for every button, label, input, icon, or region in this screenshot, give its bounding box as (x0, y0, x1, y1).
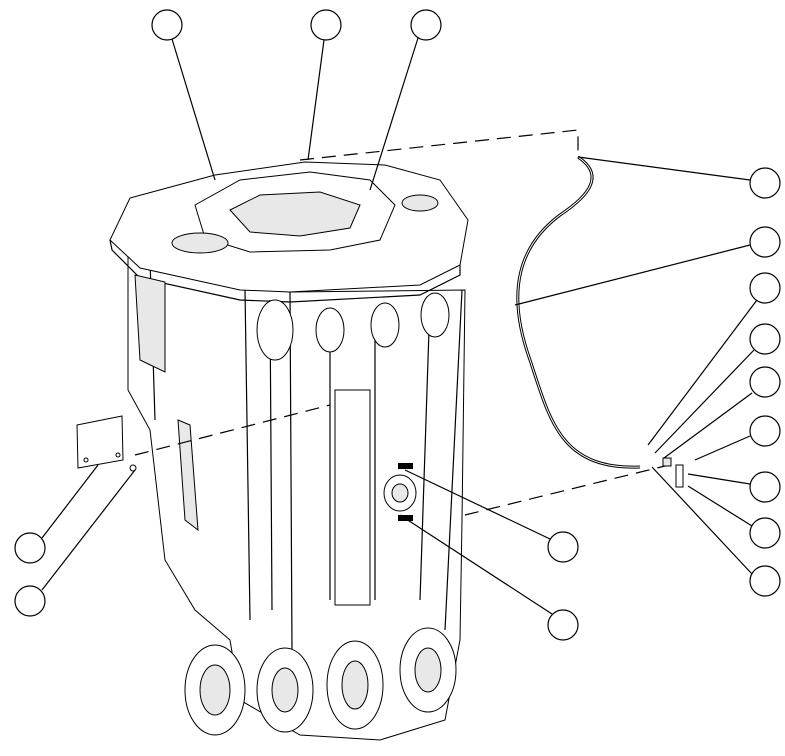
balloon (749, 323, 781, 355)
balloon (151, 9, 183, 41)
item-balloons (14, 9, 781, 641)
balloon (14, 585, 46, 617)
balloon (749, 415, 781, 447)
balloon (749, 272, 781, 304)
leader-lines (41, 37, 758, 615)
balloon (749, 517, 781, 549)
balloon (749, 471, 781, 503)
balloon (547, 609, 579, 641)
balloon (410, 9, 442, 41)
balloon (749, 226, 781, 258)
balloon (14, 532, 46, 564)
balloon (749, 565, 781, 597)
main-frame (109, 161, 469, 741)
cover-plate (76, 415, 124, 469)
hose (516, 155, 641, 469)
bracket (675, 464, 684, 488)
balloon (547, 531, 579, 563)
balloon (749, 366, 781, 398)
balloon (310, 9, 342, 41)
balloon (749, 167, 781, 199)
